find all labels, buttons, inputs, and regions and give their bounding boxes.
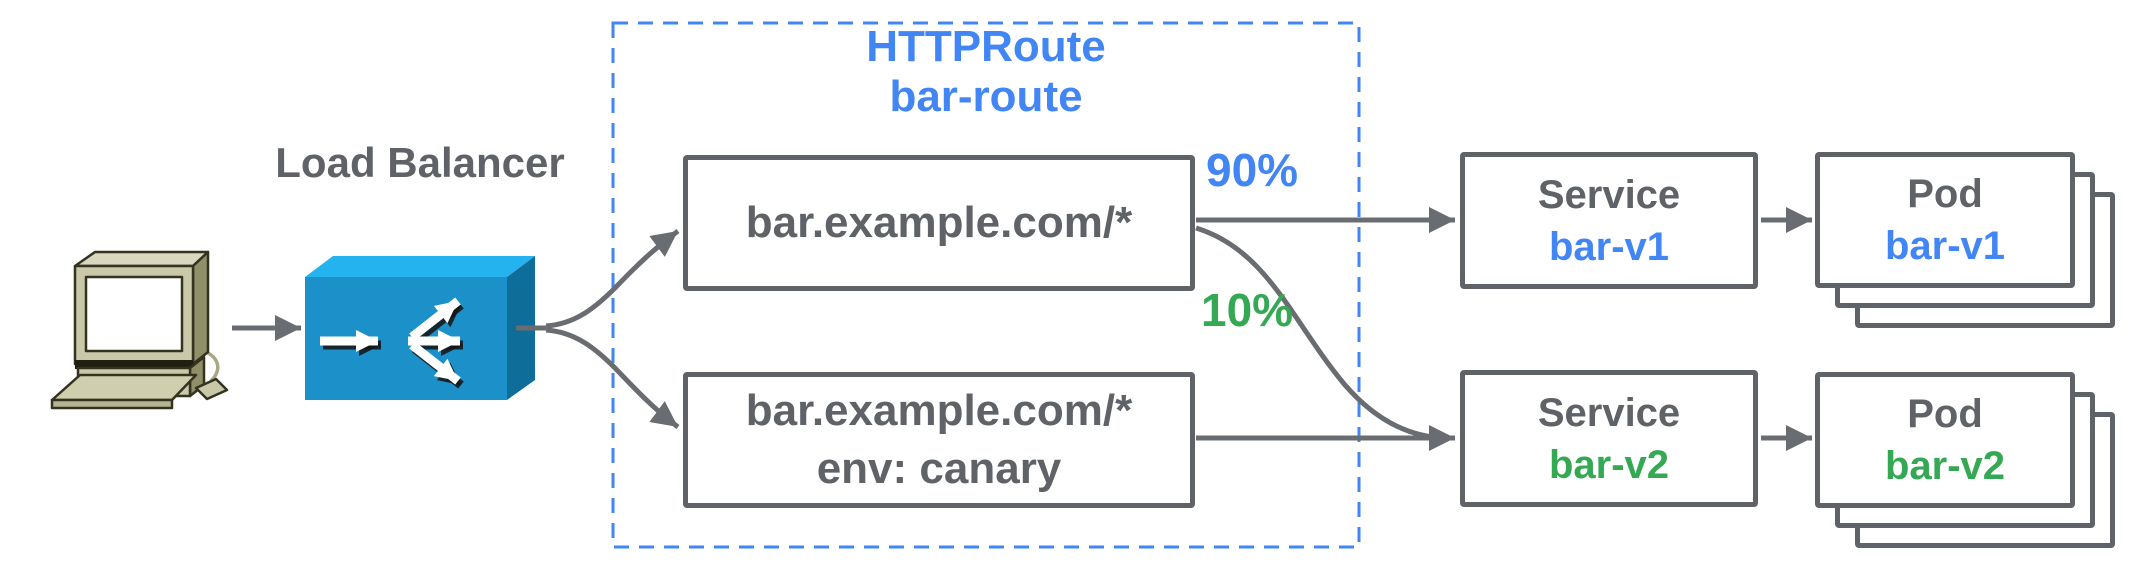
weight-label-90: 90% [1206,144,1299,196]
arrow-lb-to-rule-canary [545,327,680,430]
lb-top-face [305,256,535,277]
httproute-dashed-border [611,21,1361,549]
monitor-side-face [191,250,210,366]
rule-canary-match-label: bar.example.com/* [745,386,1133,435]
service-v1-kind-label: Service [1537,172,1681,217]
monitor-top-face [73,250,210,268]
pod-v1-kind-label: Pod [1907,172,1983,216]
service-box-bar-v1: Service bar-v1 [1460,152,1758,289]
monitor-screen [84,275,184,353]
pod-box-bar-v2: Pod bar-v2 [1815,372,2075,508]
rule-canary-header-label: env: canary [816,444,1062,493]
load-balancer-icon [305,256,535,400]
service-box-bar-v2: Service bar-v2 [1460,370,1758,507]
httproute-name-label: bar-route [889,72,1083,121]
pod-v2-name-label: bar-v2 [1884,444,2006,488]
arrow-lb-to-rule-top [545,228,680,329]
pod-v1-name-label: bar-v1 [1884,224,2006,268]
keyboard-top [50,373,198,402]
pod-stack-bar-v1: Pod bar-v1 [1815,152,2120,332]
pod-stack-bar-v2: Pod bar-v2 [1815,372,2120,552]
load-balancer-label: Load Balancer [275,139,565,186]
service-v2-name-label: bar-v2 [1548,442,1670,487]
rule-box-canary: bar.example.com/* env: canary [683,372,1195,508]
pod-v2-kind-label: Pod [1907,392,1983,436]
lb-fanout-arrows [320,297,461,385]
rule-box-top: bar.example.com/* [683,155,1195,291]
monitor-base-slot [75,360,193,369]
rule-top-match-label: bar.example.com/* [745,198,1133,247]
service-v2-kind-label: Service [1537,390,1681,435]
arrow-rule-top-to-service-v2-curve [1195,225,1446,441]
httproute-title: HTTPRoute bar-route [786,22,1186,122]
keyboard-front-edge [50,398,174,410]
mouse [194,377,229,401]
weight-label-10: 10% [1201,284,1294,336]
pod-box-bar-v1: Pod bar-v1 [1815,152,2075,288]
desktop-computer-icon [50,250,229,410]
lb-split-arrows [516,228,680,430]
httproute-kind-label: HTTPRoute [866,22,1106,71]
service-v1-name-label: bar-v1 [1548,224,1670,269]
